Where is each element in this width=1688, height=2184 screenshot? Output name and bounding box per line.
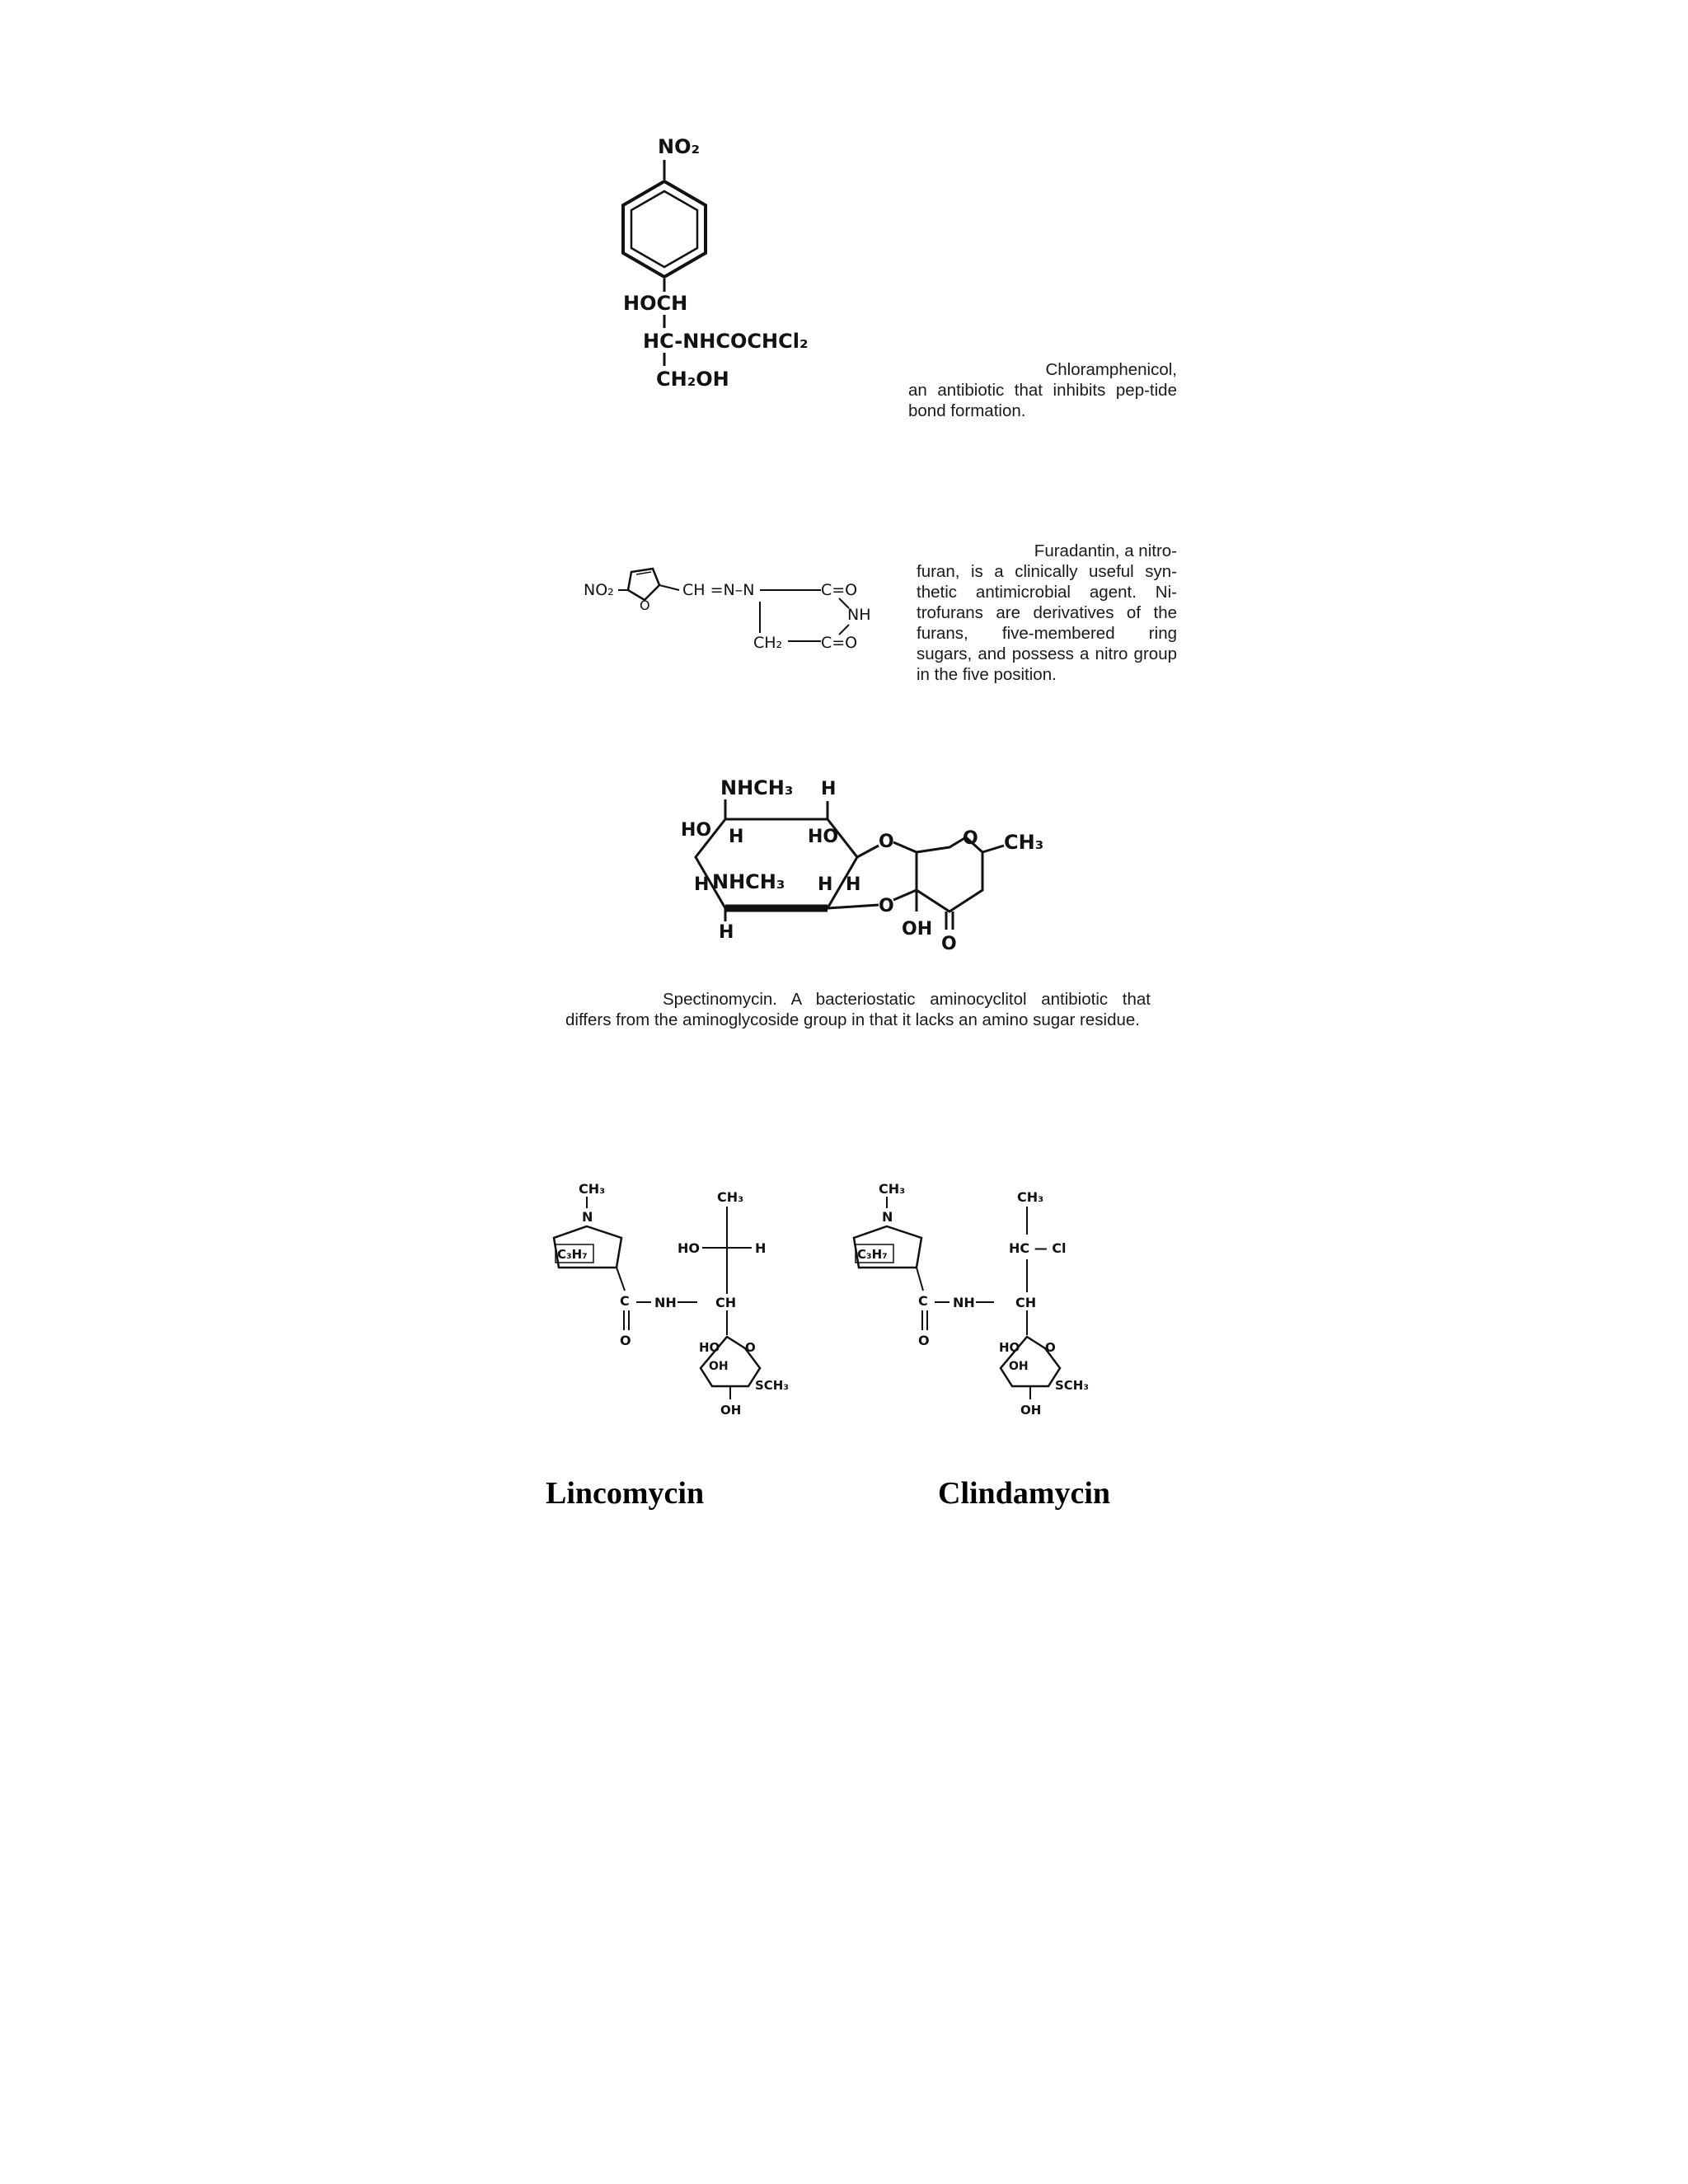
furadantin-caption-text: furan, is a clinically useful syn-thetic…	[917, 562, 1177, 684]
label-o-dbl: O	[918, 1333, 930, 1348]
label-c: C	[620, 1293, 630, 1309]
chloramphenicol-structure: NO₂ HOCH HC-NHCOCHCl₂ CH₂OH	[621, 135, 808, 391]
label-h-mid2: H	[846, 874, 860, 895]
label-h-top: H	[821, 779, 836, 799]
label-nh: NH	[654, 1295, 677, 1310]
label-c: C	[918, 1293, 928, 1309]
label-ch3-top: CH₃	[717, 1189, 743, 1205]
label-o1: O	[879, 832, 894, 852]
label-h-mid: H	[818, 874, 832, 895]
label-n: N	[582, 1209, 593, 1225]
label-chain: CH =N–N	[682, 581, 754, 599]
lincomycin-name: Lincomycin	[546, 1476, 705, 1511]
label-hoch: HOCH	[623, 292, 687, 315]
label-no2: NO₂	[584, 581, 614, 599]
label-o3: O	[963, 828, 978, 849]
label-c-o-top: C=O	[821, 581, 857, 599]
chloramphenicol-caption-text: an antibiotic that inhibits pep-tide bon…	[908, 381, 1177, 420]
label-ch: CH	[715, 1295, 736, 1310]
label-ch2: CH₂	[753, 634, 782, 652]
label-oh-bottom: OH	[1020, 1403, 1041, 1418]
label-ch: CH	[1015, 1295, 1036, 1310]
label-hc-cl: HC — Cl	[1009, 1240, 1067, 1256]
furadantin-caption: Furadantin, a nitro- furan, is a clinica…	[917, 541, 1177, 685]
label-ch3-n: CH₃	[579, 1181, 605, 1197]
label-h-bottom: H	[719, 922, 734, 943]
label-oh-ring: OH	[709, 1360, 729, 1373]
label-oh-ring: OH	[1009, 1360, 1029, 1373]
label-nh: NH	[953, 1295, 975, 1310]
label-nh: NH	[847, 606, 871, 624]
label-ch2oh: CH₂OH	[656, 368, 729, 391]
label-no2: NO₂	[658, 135, 700, 158]
label-o-ring: O	[745, 1340, 756, 1355]
label-c3h7: C₃H₇	[857, 1247, 888, 1262]
label-o-ketone: O	[941, 934, 957, 954]
label-sch3: SCH₃	[1055, 1378, 1089, 1393]
label-c3h7: C₃H₇	[557, 1247, 588, 1262]
furadantin-structure: NO₂ O CH =N–N C=O NH CH₂ C=O	[584, 567, 871, 652]
label-oh: OH	[902, 919, 932, 940]
label-furan-o: O	[640, 598, 650, 613]
label-h: H	[755, 1240, 766, 1256]
label-nhch3-top: NHCH₃	[720, 776, 793, 799]
label-o-dbl: O	[620, 1333, 631, 1348]
label-h-inner: H	[729, 827, 743, 847]
label-ho-mid: HO	[808, 827, 838, 847]
label-ch3: CH₃	[1004, 831, 1043, 854]
label-n: N	[882, 1209, 893, 1225]
spectinomycin-caption: Spectinomycin. A bacteriostatic aminocyc…	[565, 989, 1151, 1030]
label-o-ring: O	[1045, 1340, 1056, 1355]
label-h-left: H	[694, 874, 709, 895]
label-nhch3-mid: NHCH₃	[712, 870, 785, 893]
chloramphenicol-caption-title: Chloramphenicol,	[1045, 360, 1177, 379]
label-ch3-n: CH₃	[879, 1181, 905, 1197]
label-c-o-bottom: C=O	[821, 634, 857, 652]
label-ch3-top: CH₃	[1017, 1189, 1043, 1205]
label-o2: O	[879, 896, 894, 916]
label-oh-bottom: OH	[720, 1403, 741, 1418]
spectinomycin-structure: NHCH₃ H HO H HO H NHCH₃ H H H O O O CH₃ …	[681, 776, 1043, 954]
clindamycin-structure: CH₃ N C₃H₇ C O NH CH₃ HC — Cl CH HO O OH…	[852, 1181, 1089, 1418]
clindamycin-name: Clindamycin	[938, 1476, 1111, 1511]
furadantin-caption-title: Furadantin, a nitro-	[1034, 541, 1177, 560]
lincomycin-structure: CH₃ N C₃H₇ C O NH CH₃ HO H CH HO O OH SC…	[552, 1181, 789, 1418]
label-sch3: SCH₃	[755, 1378, 789, 1393]
label-hc-group: HC-NHCOCHCl₂	[643, 330, 808, 353]
chloramphenicol-caption: Chloramphenicol, an antibiotic that inhi…	[908, 359, 1177, 421]
label-ho: HO	[678, 1240, 700, 1256]
label-ho-left: HO	[681, 820, 711, 841]
spectinomycin-caption-text: Spectinomycin. A bacteriostatic aminocyc…	[565, 990, 1151, 1029]
